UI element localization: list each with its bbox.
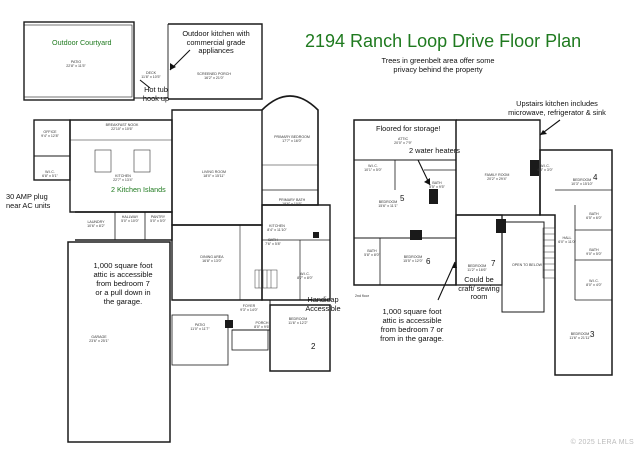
- subtitle-note: Trees in greenbelt area offer some priva…: [381, 56, 495, 74]
- callout-attic-right: 1,000 square foot attic is accessible fr…: [380, 307, 444, 343]
- patio-top-wall: [23, 24, 133, 98]
- room-label-wic-main: W.I.C.8'7" x 8'0": [297, 271, 313, 280]
- bedroom2-wall: [269, 304, 331, 372]
- living-room-wall: [171, 109, 263, 226]
- page-title: 2194 Ranch Loop Drive Floor Plan: [305, 31, 582, 51]
- room-label-floor-tag: 2nd floor: [355, 293, 369, 298]
- primary-suite-wall: [261, 95, 319, 206]
- column-2: [530, 160, 539, 176]
- room-label-wic-up2: W.I.C.4'8" x 3'0": [537, 163, 553, 172]
- bedroom-number-5: 5: [400, 194, 405, 203]
- garage-wall: [67, 241, 171, 443]
- callout-kitchen-islands: 2 Kitchen Islands: [111, 185, 166, 194]
- bedroom7-attic-arrow: [437, 261, 456, 301]
- family-room-wall: [456, 119, 541, 216]
- callout-handicap: Handicap Accessible: [305, 295, 341, 313]
- callout-floored-storage: Floored for storage!: [376, 124, 441, 133]
- bedroom-number-2: 2: [311, 342, 316, 351]
- bedroom-number-3: 3: [590, 330, 595, 339]
- stairs-main: [254, 269, 278, 289]
- water-heater-2: [410, 230, 422, 240]
- callout-amp-plug: 30 AMP plug near AC units: [6, 192, 51, 210]
- callout-hot-tub: Hot tub hook up: [142, 85, 170, 103]
- patio-front-wall: [171, 314, 229, 366]
- room-label-wic-up3: W.I.C.8'0" x 4'0": [586, 278, 602, 287]
- watermark: © 2025 LERA MLS: [570, 439, 634, 446]
- column-3: [225, 320, 233, 328]
- room-label-open-to-below: OPEN TO BELOW: [511, 262, 543, 267]
- kitchen-island-2: [133, 149, 151, 173]
- callout-upstairs-kitchen: Upstairs kitchen includes microwave, ref…: [508, 99, 606, 117]
- callout-outdoor-kitchen: Outdoor kitchen with commercial grade ap…: [182, 29, 250, 56]
- stairs-upper: [542, 227, 556, 279]
- hot-tub-arrow: [139, 79, 151, 89]
- screened-porch-wall: [168, 23, 263, 100]
- upper-right-wing-wall: [539, 149, 613, 376]
- water-heater-1: [429, 189, 438, 204]
- porch-wall: [231, 329, 269, 351]
- column-4: [313, 232, 319, 238]
- callout-outdoor-courtyard: Outdoor Courtyard: [52, 38, 112, 47]
- bedroom-number-7: 7: [491, 259, 496, 268]
- bedroom-number-4: 4: [593, 173, 598, 182]
- callout-water-heaters: 2 water heaters: [409, 146, 460, 155]
- column-1: [496, 219, 506, 233]
- callout-craft-room: Could be craft/ sewing room: [458, 275, 500, 302]
- deck-wall: [133, 24, 169, 99]
- room-label-wic-office: W.I.C.6'8" x 5'1": [42, 169, 58, 178]
- callout-attic-left: 1,000 square foot attic is accessible fr…: [93, 261, 153, 306]
- bedroom-number-6: 6: [426, 257, 431, 266]
- kitchen-block-wall: [69, 119, 173, 213]
- open-to-below-wall: [501, 221, 545, 313]
- rear-suite-wall: [261, 204, 331, 301]
- room-label-wic-up: W.I.C.10'1" x 5'0": [364, 163, 382, 172]
- kitchen-island-1: [94, 149, 112, 173]
